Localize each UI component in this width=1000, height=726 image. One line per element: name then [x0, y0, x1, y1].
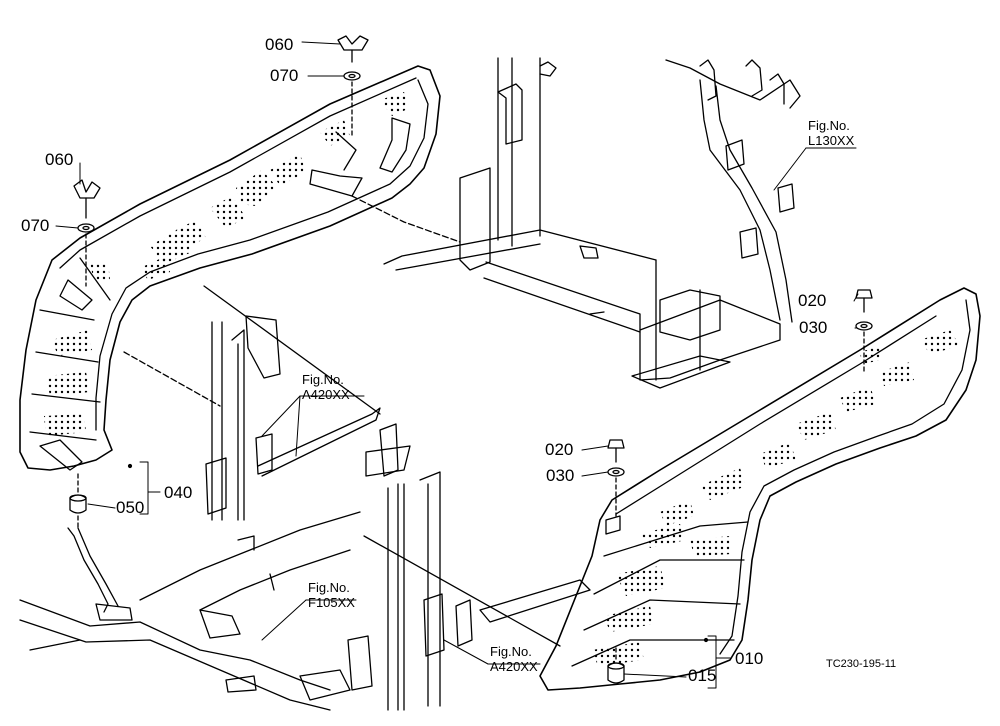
figure-ref-a420-upper: Fig.No. A420XX	[302, 372, 350, 402]
figure-ref-a420-lower-line1: Fig.No.	[490, 644, 532, 659]
wing-bolt-060-upper	[337, 35, 369, 63]
figure-ref-l130: Fig.No. L130XX	[808, 118, 854, 148]
figure-ref-l130-line1: Fig.No.	[808, 118, 850, 133]
callout-010: 010	[735, 649, 764, 668]
front-post-assembly	[347, 423, 473, 711]
callout-070-upper: 070	[270, 66, 299, 85]
washer-070-upper	[343, 71, 361, 81]
washer-030-center	[607, 467, 625, 477]
washer-070-left	[77, 223, 95, 233]
figure-ref-a420-upper-line1: Fig.No.	[302, 372, 344, 387]
figure-ref-l130-line2: L130XX	[808, 133, 855, 148]
leader-lines	[55, 41, 859, 689]
callout-040: 040	[164, 483, 193, 502]
right-fender-part-010	[539, 287, 981, 691]
rear-frame-assembly	[383, 57, 801, 389]
figure-ref-a420-upper-line2: A420XX	[302, 387, 350, 402]
bolt-020-center	[607, 439, 625, 463]
callout-060-upper: 060	[265, 35, 294, 54]
callout-030-right: 030	[799, 318, 828, 337]
rubber-mount-050	[69, 494, 87, 514]
figure-ref-f105-line2: F105XX	[308, 595, 355, 610]
callout-050: 050	[116, 498, 145, 517]
left-fender-part-040	[19, 65, 441, 471]
washer-030-right	[855, 321, 873, 331]
callout-070-left: 070	[21, 216, 50, 235]
figure-ref-a420-lower-line2: A420XX	[490, 659, 538, 674]
figure-ref-f105: Fig.No. F105XX	[308, 580, 355, 610]
callout-020-center: 020	[545, 440, 574, 459]
callout-015: 015	[688, 666, 717, 685]
callout-060-left: 060	[45, 150, 74, 169]
wing-bolt-060-left	[73, 179, 101, 219]
bolt-020-right	[855, 289, 873, 313]
callout-020-right: 020	[798, 291, 827, 310]
chassis-frame	[19, 511, 591, 711]
callout-030-center: 030	[546, 466, 575, 485]
rubber-mount-015	[607, 662, 625, 684]
center-post-assembly	[203, 285, 381, 521]
figure-ref-f105-line1: Fig.No.	[308, 580, 350, 595]
drawing-code: TC230-195-11	[826, 658, 897, 670]
figure-ref-a420-lower: Fig.No. A420XX	[490, 644, 538, 674]
